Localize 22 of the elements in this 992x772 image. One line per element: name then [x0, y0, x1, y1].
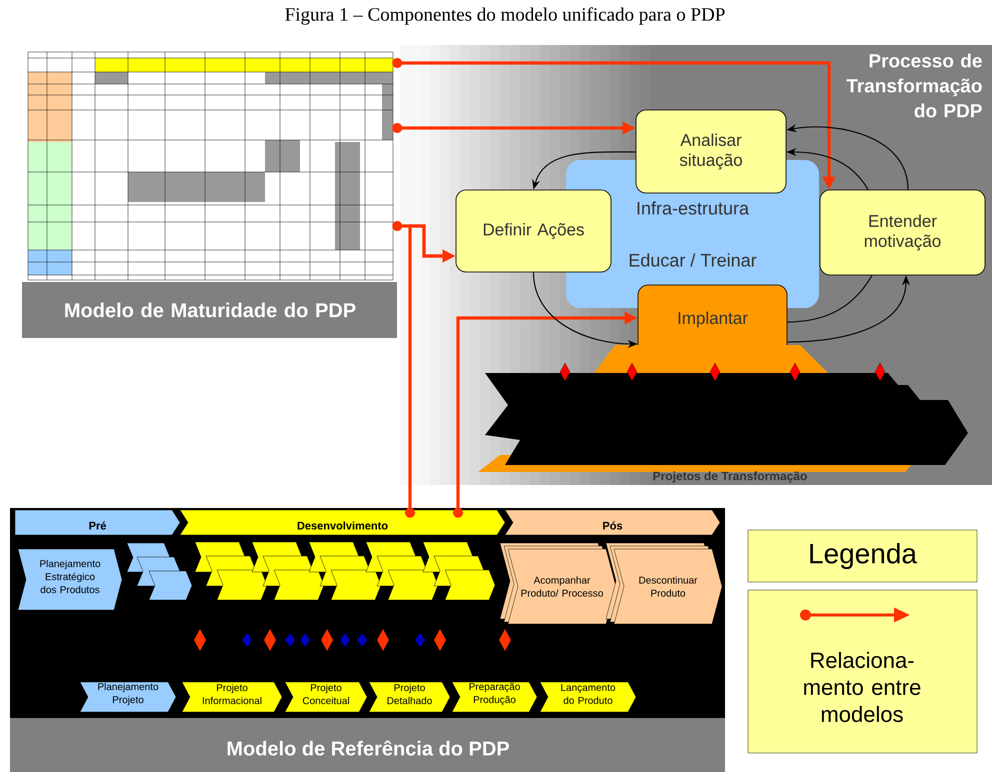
figure-title: Figura 1 – Componentes do modelo unificado para o PDP — [285, 7, 725, 25]
process-step: Acompanhar Produto/ Processo — [500, 542, 616, 624]
process-step: Projeto Detalhado — [368, 682, 450, 712]
connector-line — [787, 275, 872, 323]
process-box: Definir Ações — [456, 190, 612, 272]
process-step: Lançamento do Produto — [540, 682, 636, 712]
process-step: Projeto Informacional — [182, 682, 282, 712]
process-step: Projeto Conceitual — [284, 682, 368, 712]
phase-band: Desenvolvimento — [180, 510, 506, 536]
process-step: Preparação Produção — [452, 682, 538, 712]
process-step: Planejamento Estratégico dos Produtos — [18, 548, 122, 610]
legend-title: Legenda — [748, 530, 978, 582]
process-step: Planejamento Projeto — [80, 682, 176, 712]
process-step: Descontinuar Produto — [606, 542, 722, 624]
panel-title: Modelo de Maturidade do PDP — [22, 282, 397, 338]
process-box: Entender motivação — [820, 190, 986, 276]
panel-title: Modelo de Referência do PDP — [10, 718, 725, 772]
phase-band: Pré — [14, 510, 180, 536]
process-box: Analisar situação — [636, 110, 786, 194]
legend-text: Relaciona- mento entre modelos — [804, 652, 920, 722]
phase-band: Pós — [504, 510, 720, 536]
node-label: Projetos de Transformação — [653, 471, 807, 483]
